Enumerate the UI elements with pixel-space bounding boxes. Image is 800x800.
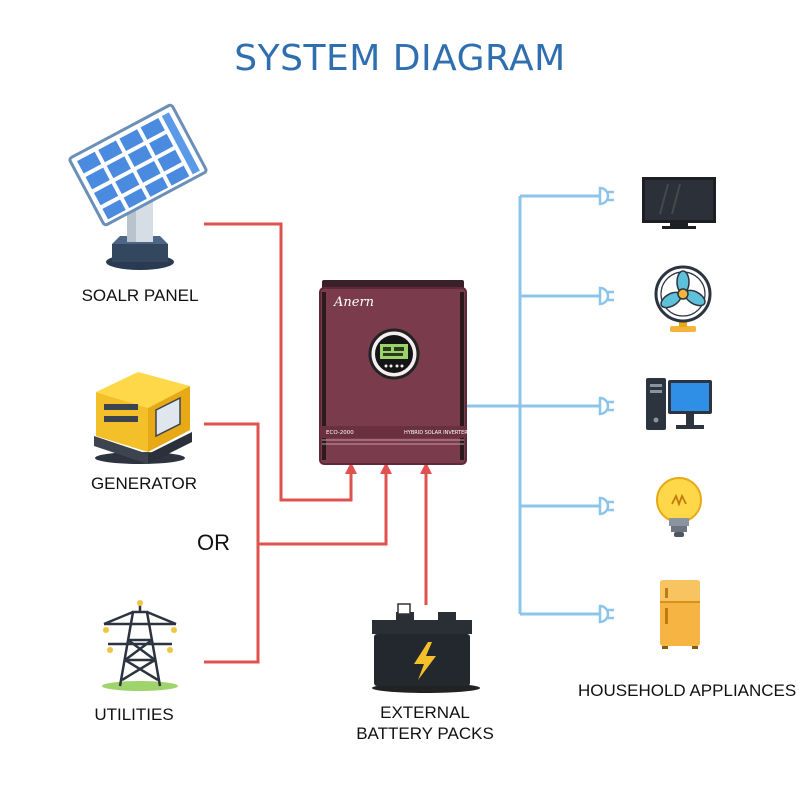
computer-icon: [646, 378, 712, 430]
arrow-heads: [345, 462, 432, 474]
fan-icon: [654, 265, 712, 332]
solar-panel-label: SOALR PANEL: [81, 286, 199, 305]
plug-icon: [598, 186, 614, 206]
plug-icon: [598, 396, 614, 416]
plug-icon: [598, 286, 614, 306]
output-connections: [462, 194, 600, 616]
household-appliances-label: HOUSEHOLD APPLIANCES: [578, 681, 797, 700]
page-title: SYSTEM DIAGRAM: [234, 38, 566, 79]
power-pylon-icon: [102, 600, 178, 691]
generator-label: GENERATOR: [90, 474, 198, 493]
inverter-model: ECO-2000: [326, 430, 354, 436]
tv-icon: [642, 177, 716, 229]
inverter-device: [319, 280, 467, 465]
battery-label-line2: BATTERY PACKS: [356, 724, 494, 743]
inverter-name: HYBRID SOLAR INVERTER: [404, 430, 468, 436]
plug-icons: [598, 186, 614, 624]
inverter-brand: Anern: [333, 295, 374, 310]
arrow-battery: [420, 462, 432, 474]
plug-icon: [598, 604, 614, 624]
battery-icon: [372, 603, 480, 693]
solar-line: [204, 222, 353, 502]
input-connections: [204, 222, 428, 664]
utilities-label: UTILITIES: [94, 705, 174, 724]
solar-panel-icon: [68, 103, 208, 270]
refrigerator-icon: [660, 580, 700, 649]
light-bulb-icon: [656, 477, 702, 537]
grid-merge-line: [258, 470, 388, 546]
or-label: OR: [197, 530, 230, 555]
generator-icon: [94, 372, 192, 464]
arrow-solar: [345, 462, 357, 474]
battery-label-line1: EXTERNAL: [380, 703, 470, 722]
arrow-grid: [380, 462, 392, 474]
plug-icon: [598, 496, 614, 516]
